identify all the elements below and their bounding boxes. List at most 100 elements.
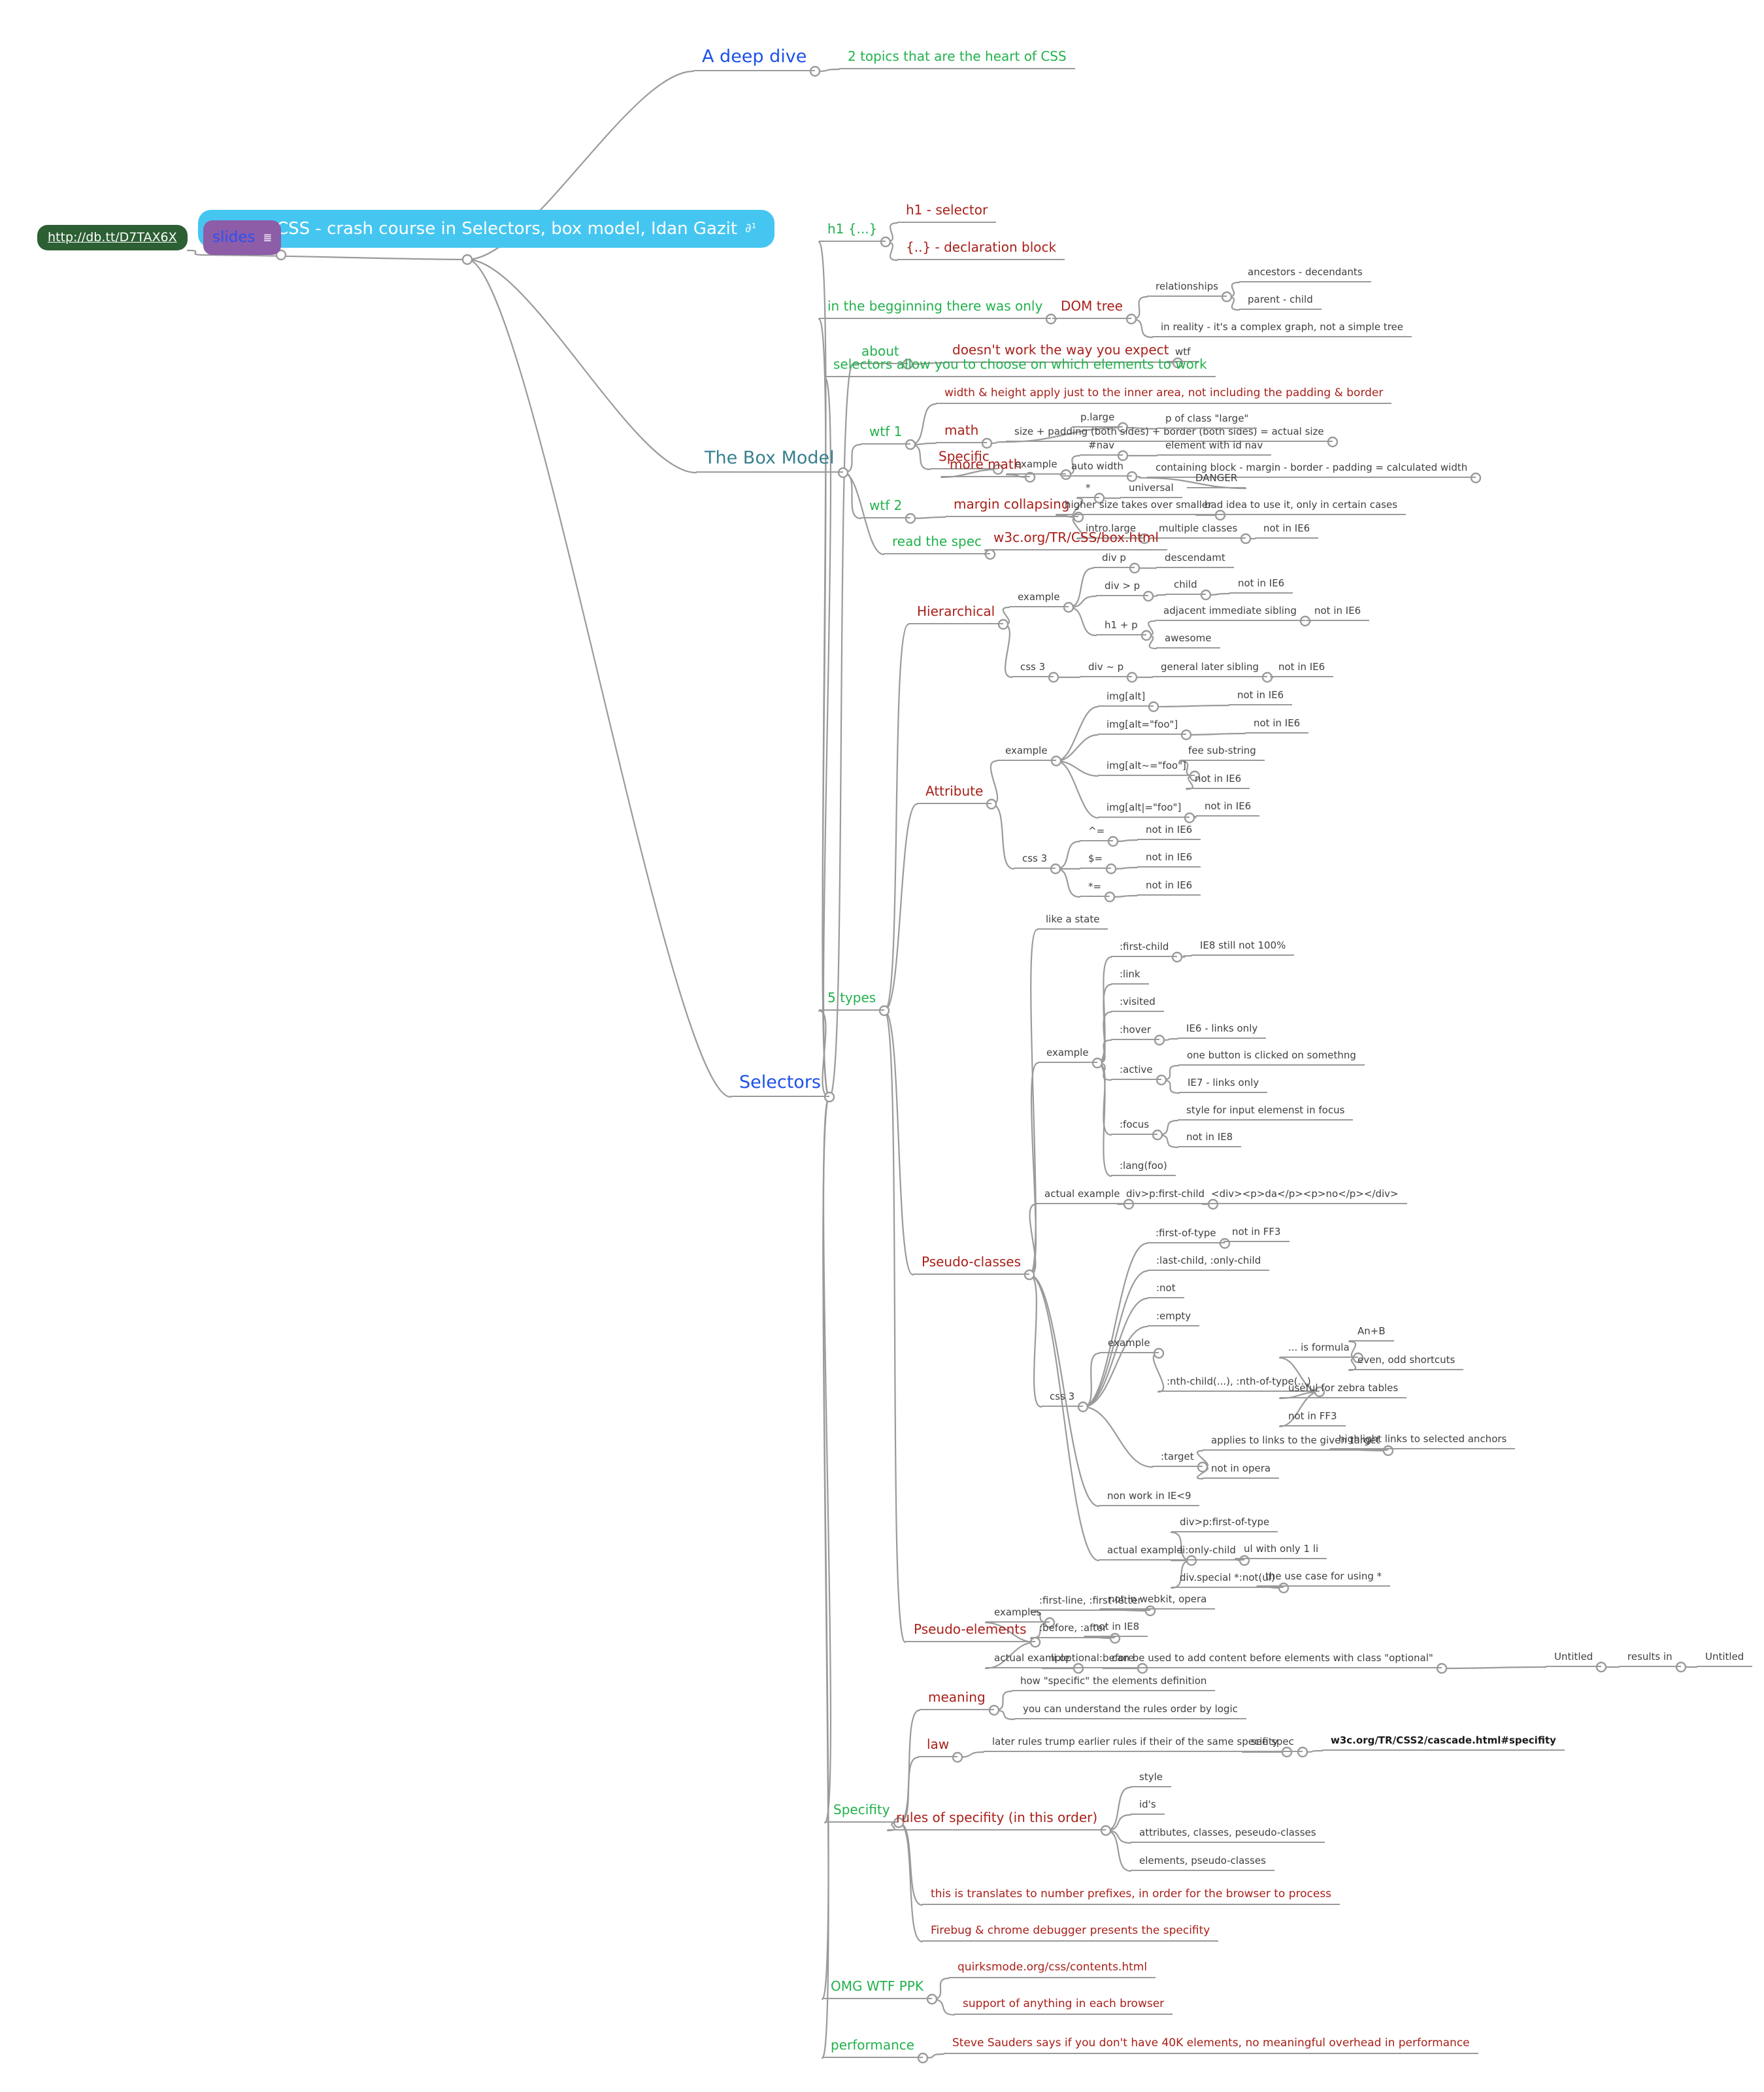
node-results-in[interactable]: results in (1619, 1651, 1681, 1668)
node-not-opera[interactable]: not in opera (1203, 1463, 1280, 1479)
node-decl-block[interactable]: {..} - declaration block (897, 240, 1065, 260)
branch-toggle[interactable] (926, 1993, 938, 2005)
node-bm-example[interactable]: example (1007, 459, 1066, 475)
node-w3c-cascade[interactable]: w3c.org/TR/CSS2/cascade.html#specifity (1322, 1735, 1565, 1751)
node-first-line[interactable]: :first-line, :first-letter (1031, 1595, 1150, 1611)
node-read-spec[interactable]: read the spec (884, 534, 990, 554)
node-css3-a[interactable]: css 3 (1014, 853, 1056, 869)
node-lang-foo[interactable]: :lang(foo) (1111, 1160, 1176, 1177)
node-omg-wtf-ppk[interactable]: OMG WTF PPK (822, 1979, 932, 1999)
node-h1-selector[interactable]: h1 - selector (897, 203, 997, 223)
node-nie6-h3[interactable]: not in IE6 (1270, 662, 1334, 678)
branch-toggle[interactable] (952, 1751, 963, 1763)
node-sel-allow[interactable]: selectors allow you to choose on which e… (825, 357, 1216, 377)
node-focus[interactable]: :focus (1111, 1119, 1158, 1136)
node-math[interactable]: math (936, 423, 988, 443)
node-width-height[interactable]: width & height apply just to the inner a… (936, 387, 1392, 405)
node-fee-sub[interactable]: fee sub-string (1180, 745, 1265, 762)
branch-toggle[interactable] (893, 1817, 905, 1829)
branch-toggle[interactable] (988, 1704, 1000, 1716)
node-specific[interactable]: Specific (930, 449, 998, 469)
node-nie6-a[interactable]: not in IE6 (1255, 523, 1319, 539)
node-nav-id[interactable]: element with id nav (1157, 440, 1272, 456)
branch-toggle[interactable] (902, 358, 914, 370)
node-nie6-h1[interactable]: not in IE6 (1229, 578, 1293, 594)
node-box-model[interactable]: The Box Model (696, 448, 843, 473)
node-selectors[interactable]: Selectors (731, 1073, 829, 1098)
branch-toggle[interactable] (905, 513, 916, 524)
branch-toggle[interactable] (1100, 1825, 1112, 1836)
node-firebug[interactable]: Firebug & chrome debugger presents the s… (922, 1925, 1219, 1942)
branch-toggle[interactable] (905, 439, 916, 450)
branch-toggle[interactable] (981, 437, 993, 449)
node-support-any[interactable]: support of anything in each browser (954, 1998, 1173, 2016)
node-attribute[interactable]: Attribute (917, 784, 992, 804)
node-div-p-fc[interactable]: div>p:first-child (1118, 1189, 1214, 1205)
branch-toggle[interactable] (461, 254, 473, 265)
node-meaning[interactable]: meaning (920, 1690, 994, 1710)
node-a-example[interactable]: example (997, 745, 1056, 762)
node-slides[interactable]: slides≣ (203, 220, 282, 255)
branch-toggle[interactable] (1125, 313, 1137, 325)
node-wtf2[interactable]: wtf 2 (861, 498, 911, 518)
node-h1-curly[interactable]: h1 {...} (819, 222, 886, 242)
branch-toggle[interactable] (1024, 471, 1036, 483)
node-pseudo-elements[interactable]: Pseudo-elements (905, 1622, 1035, 1642)
node-one-button[interactable]: one button is clicked on somethng (1178, 1050, 1365, 1066)
node-not-webkit[interactable]: not in webkit, opera (1100, 1594, 1216, 1610)
node-not-pc[interactable]: :not (1148, 1283, 1184, 1299)
node-steve[interactable]: Steve Sauders says if you don't have 40K… (944, 2037, 1478, 2055)
node-nie6-b1[interactable]: not in IE6 (1229, 690, 1293, 706)
node-general-later[interactable]: general later sibling (1152, 662, 1268, 678)
node-containing[interactable]: containing block - margin - border - pad… (1147, 462, 1476, 479)
node-url[interactable]: http://db.tt/D7TAX6X (37, 225, 188, 250)
node-dollar-eq[interactable]: $= (1080, 853, 1112, 869)
node-begginning[interactable]: in the begginning there was only (819, 299, 1052, 319)
node-in-reality[interactable]: in reality - it's a complex graph, not a… (1152, 322, 1412, 338)
branch-toggle[interactable] (1023, 1269, 1035, 1281)
node-untitled-1[interactable]: Untitled (1546, 1651, 1602, 1668)
node-hierarchical[interactable]: Hierarchical (908, 604, 1004, 624)
node-nie6-c1[interactable]: not in IE6 (1137, 824, 1201, 841)
node-nie6-b3[interactable]: not in IE6 (1186, 773, 1250, 790)
node-highlight-links[interactable]: highlight links to selected anchors (1330, 1434, 1516, 1450)
node-can-be-used[interactable]: can be used to add content before elemen… (1103, 1653, 1442, 1669)
node-rules-spec[interactable]: rules of specifity (in this order) (888, 1810, 1107, 1831)
branch-toggle[interactable] (1045, 313, 1057, 325)
node-nie8-f[interactable]: not in IE8 (1178, 1132, 1242, 1148)
node-div-p[interactable]: div p (1093, 552, 1135, 569)
node-w3c-box[interactable]: w3c.org/TR/CSS/box.html (985, 530, 1167, 550)
node-an-b[interactable]: An+B (1349, 1326, 1394, 1342)
node-root[interactable]: CSS - crash course in Selectors, box mod… (198, 210, 775, 248)
node-intro-large[interactable]: intro.large (1077, 523, 1145, 539)
node-div-da-no[interactable]: <div><p>da</p><p>no</p></div> (1203, 1189, 1407, 1205)
node-active[interactable]: :active (1111, 1064, 1161, 1081)
node-h-example[interactable]: example (1009, 592, 1069, 608)
node-dom-tree[interactable]: DOM tree (1052, 299, 1131, 319)
branch-toggle[interactable] (992, 464, 1004, 475)
node-li-only[interactable]: li:only-child (1171, 1545, 1244, 1561)
node-img-alt-tilde[interactable]: img[alt~="foo"] (1098, 760, 1195, 777)
node-div-p-fot[interactable]: div>p:first-of-type (1171, 1517, 1278, 1533)
node-more-math[interactable]: more math (941, 457, 1031, 477)
branch-toggle[interactable] (986, 798, 997, 810)
node-link-pc[interactable]: :link (1111, 969, 1149, 985)
node-ids-r[interactable]: id's (1131, 1799, 1165, 1815)
node-css3-h[interactable]: css 3 (1012, 662, 1054, 678)
node-style-r[interactable]: style (1131, 1772, 1171, 1788)
node-nie6-c3[interactable]: not in IE6 (1137, 880, 1201, 896)
node-attributes-r[interactable]: attributes, classes, peseudo-classes (1131, 1827, 1325, 1844)
node-use-case[interactable]: the use case for using * (1257, 1571, 1391, 1587)
node-how-specific[interactable]: how "specific" the elements definition (1012, 1676, 1216, 1692)
node-auto-width[interactable]: auto width (1063, 461, 1132, 477)
node-ie6-links[interactable]: IE6 - links only (1178, 1023, 1267, 1039)
node-nth-example[interactable]: example (1099, 1338, 1159, 1354)
node-before-after[interactable]: :before, :after (1031, 1623, 1116, 1639)
node-li-optional[interactable]: li.optional:before (1042, 1653, 1143, 1669)
branch-toggle[interactable] (917, 2052, 929, 2064)
node-nth-child[interactable]: :nth-child(...), :nth-of-type(...) (1158, 1376, 1320, 1392)
node-last-child[interactable]: :last-child, :only-child (1148, 1255, 1270, 1272)
node-awesome[interactable]: awesome (1156, 633, 1220, 649)
node-universal[interactable]: universal (1120, 482, 1182, 499)
node-performance[interactable]: performance (822, 2038, 924, 2058)
